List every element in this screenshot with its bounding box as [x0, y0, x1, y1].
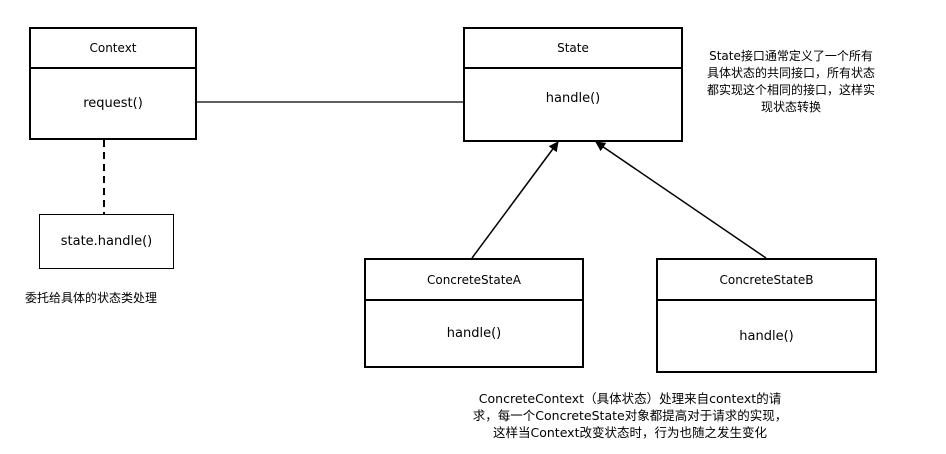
concrete-b-to-state-arrow: [595, 141, 767, 259]
state-interface-note: State接口通常定义了一个所有 具体状态的共同接口，所有状态 都实现这个相同的…: [706, 49, 875, 114]
concrete-state-note: ConcreteContext（具体状态）处理来自context的请 求，每一个…: [472, 391, 788, 440]
state-handle-method: handle(): [545, 91, 601, 106]
delegate-handle-box[interactable]: state.handle(): [39, 214, 174, 269]
state-interface-box[interactable]: State handle(): [463, 27, 683, 142]
concrete-state-b-handle-method: handle(): [739, 328, 794, 344]
concrete-state-a-title: ConcreteStateA: [366, 260, 582, 301]
concrete-state-b-box[interactable]: ConcreteStateB handle(): [656, 258, 877, 373]
context-class-title: Context: [31, 29, 195, 69]
concrete-state-a-box[interactable]: ConcreteStateA handle(): [364, 258, 584, 368]
concrete-state-b-title: ConcreteStateB: [658, 260, 875, 301]
concrete-a-to-state-arrow: [471, 141, 559, 259]
concrete-state-a-handle-method: handle(): [446, 326, 502, 341]
context-request-method: request(): [83, 96, 143, 111]
context-class-box[interactable]: Context request(): [29, 27, 197, 140]
state-interface-title: State: [465, 29, 681, 69]
delegate-note: 委托给具体的状态类处理: [25, 291, 158, 305]
